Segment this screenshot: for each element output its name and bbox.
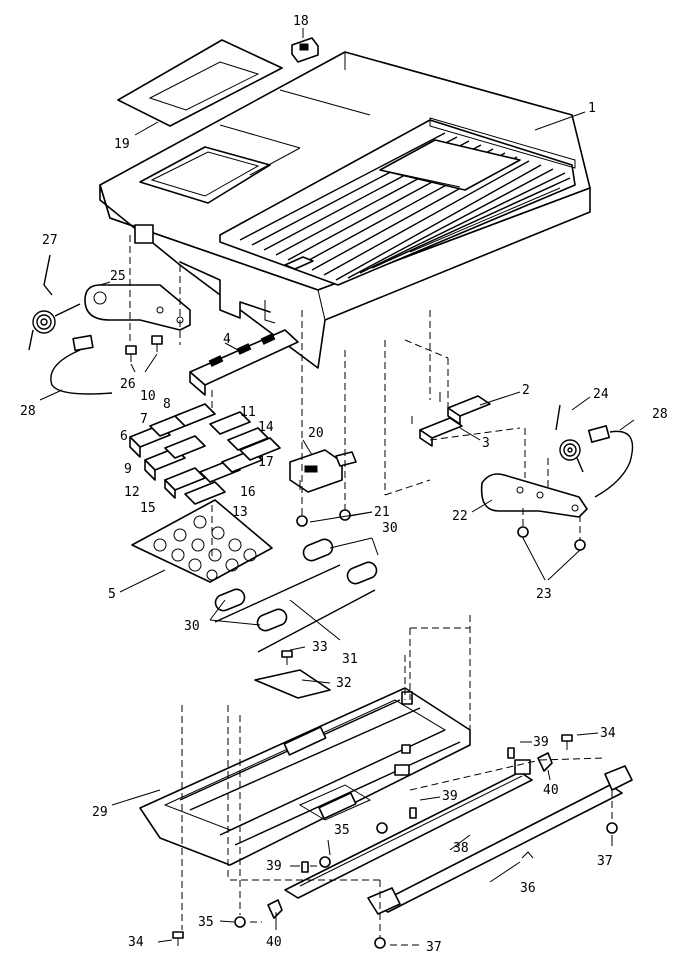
callout-40-right: 40 — [543, 783, 559, 798]
callout-29: 29 — [92, 805, 108, 820]
wire-sensor-part-28-right — [587, 425, 634, 498]
callout-19: 19 — [114, 137, 130, 152]
key-cap-15 — [184, 481, 226, 505]
connector-part-4 — [189, 329, 299, 396]
screw-part-23 — [517, 526, 586, 551]
spring-part-24 — [555, 404, 584, 473]
callout-8: 8 — [163, 397, 171, 412]
top-cover-part — [99, 51, 591, 369]
callout-18: 18 — [293, 14, 309, 29]
callout-5: 5 — [108, 587, 116, 602]
callout-38: 38 — [453, 841, 469, 856]
callout-1: 1 — [588, 101, 596, 116]
callout-39-mid: 39 — [442, 789, 458, 804]
switch-part-2 — [439, 392, 491, 425]
callout-2: 2 — [522, 383, 530, 398]
callout-16: 16 — [240, 485, 256, 500]
callout-30-right: 30 — [382, 521, 398, 536]
callout-31: 31 — [342, 652, 358, 667]
leader-lines — [39, 111, 635, 943]
rail-part-38 — [284, 759, 533, 899]
callout-7: 7 — [140, 412, 148, 427]
pin-part-39 — [301, 747, 515, 873]
key-cap-10 — [164, 435, 206, 459]
callout-3: 3 — [482, 436, 490, 451]
key-cap-11 — [209, 411, 251, 435]
callout-39-left: 39 — [266, 859, 282, 874]
screw-part-21 — [296, 509, 351, 527]
callout-4: 4 — [223, 332, 231, 347]
callout-36: 36 — [520, 881, 536, 896]
callout-12: 12 — [124, 485, 140, 500]
callout-28-left: 28 — [20, 404, 36, 419]
callout-21: 21 — [374, 505, 390, 520]
bracket-part-25 — [84, 284, 191, 331]
callout-30-left: 30 — [184, 619, 200, 634]
key-cap-17 — [239, 437, 281, 461]
key-caps-group — [129, 403, 281, 505]
bracket-part-22 — [480, 473, 588, 518]
callout-34-right: 34 — [600, 726, 616, 741]
base-frame-part-29 — [139, 687, 471, 866]
callout-24: 24 — [593, 387, 609, 402]
callout-9: 9 — [124, 462, 132, 477]
callout-27: 27 — [42, 233, 58, 248]
callout-10: 10 — [140, 389, 156, 404]
callout-22: 22 — [452, 509, 468, 524]
callout-40-bottom: 40 — [266, 935, 282, 950]
callout-6: 6 — [120, 429, 128, 444]
key-cap-8 — [174, 403, 216, 427]
callout-13: 13 — [232, 505, 248, 520]
callout-14: 14 — [258, 420, 274, 435]
screw-part-26 — [125, 335, 163, 362]
clip-part-18 — [291, 28, 319, 63]
callout-35-mid: 35 — [334, 823, 350, 838]
screw-part-34 — [172, 734, 573, 946]
callout-37-bottom: 37 — [426, 940, 442, 955]
callout-15: 15 — [140, 501, 156, 516]
clip-part-40 — [267, 752, 553, 919]
wire-sensor-part-28-left — [50, 334, 113, 395]
plate-part-19 — [117, 39, 283, 136]
callout-34-bottom: 34 — [128, 935, 144, 950]
alignment-lines — [129, 235, 613, 946]
screw-part-33 — [281, 650, 293, 665]
bracket-part-20 — [289, 449, 357, 493]
screw-part-35 — [234, 822, 388, 928]
spring-part-27 — [28, 254, 81, 351]
callout-labels: 1 2 3 4 5 6 7 8 9 10 11 12 13 14 15 16 1… — [20, 14, 668, 955]
callout-25: 25 — [110, 269, 126, 284]
key-cap-12 — [164, 467, 206, 499]
callout-35-bottom: 35 — [198, 915, 214, 930]
roller-part-30 — [214, 538, 378, 632]
switch-part-3 — [411, 416, 463, 447]
plate-part-32 — [254, 669, 331, 699]
callout-33: 33 — [312, 640, 328, 655]
rail-part-36 — [367, 765, 633, 915]
callout-32: 32 — [336, 676, 352, 691]
callout-28-right: 28 — [652, 407, 668, 422]
callout-26: 26 — [120, 377, 136, 392]
callout-17: 17 — [258, 455, 274, 470]
callout-37-right: 37 — [597, 854, 613, 869]
callout-39-right: 39 — [533, 735, 549, 750]
callout-20: 20 — [308, 426, 324, 441]
switch-sheet-part-5 — [131, 499, 273, 583]
callout-23: 23 — [536, 587, 552, 602]
callout-11: 11 — [240, 405, 256, 420]
